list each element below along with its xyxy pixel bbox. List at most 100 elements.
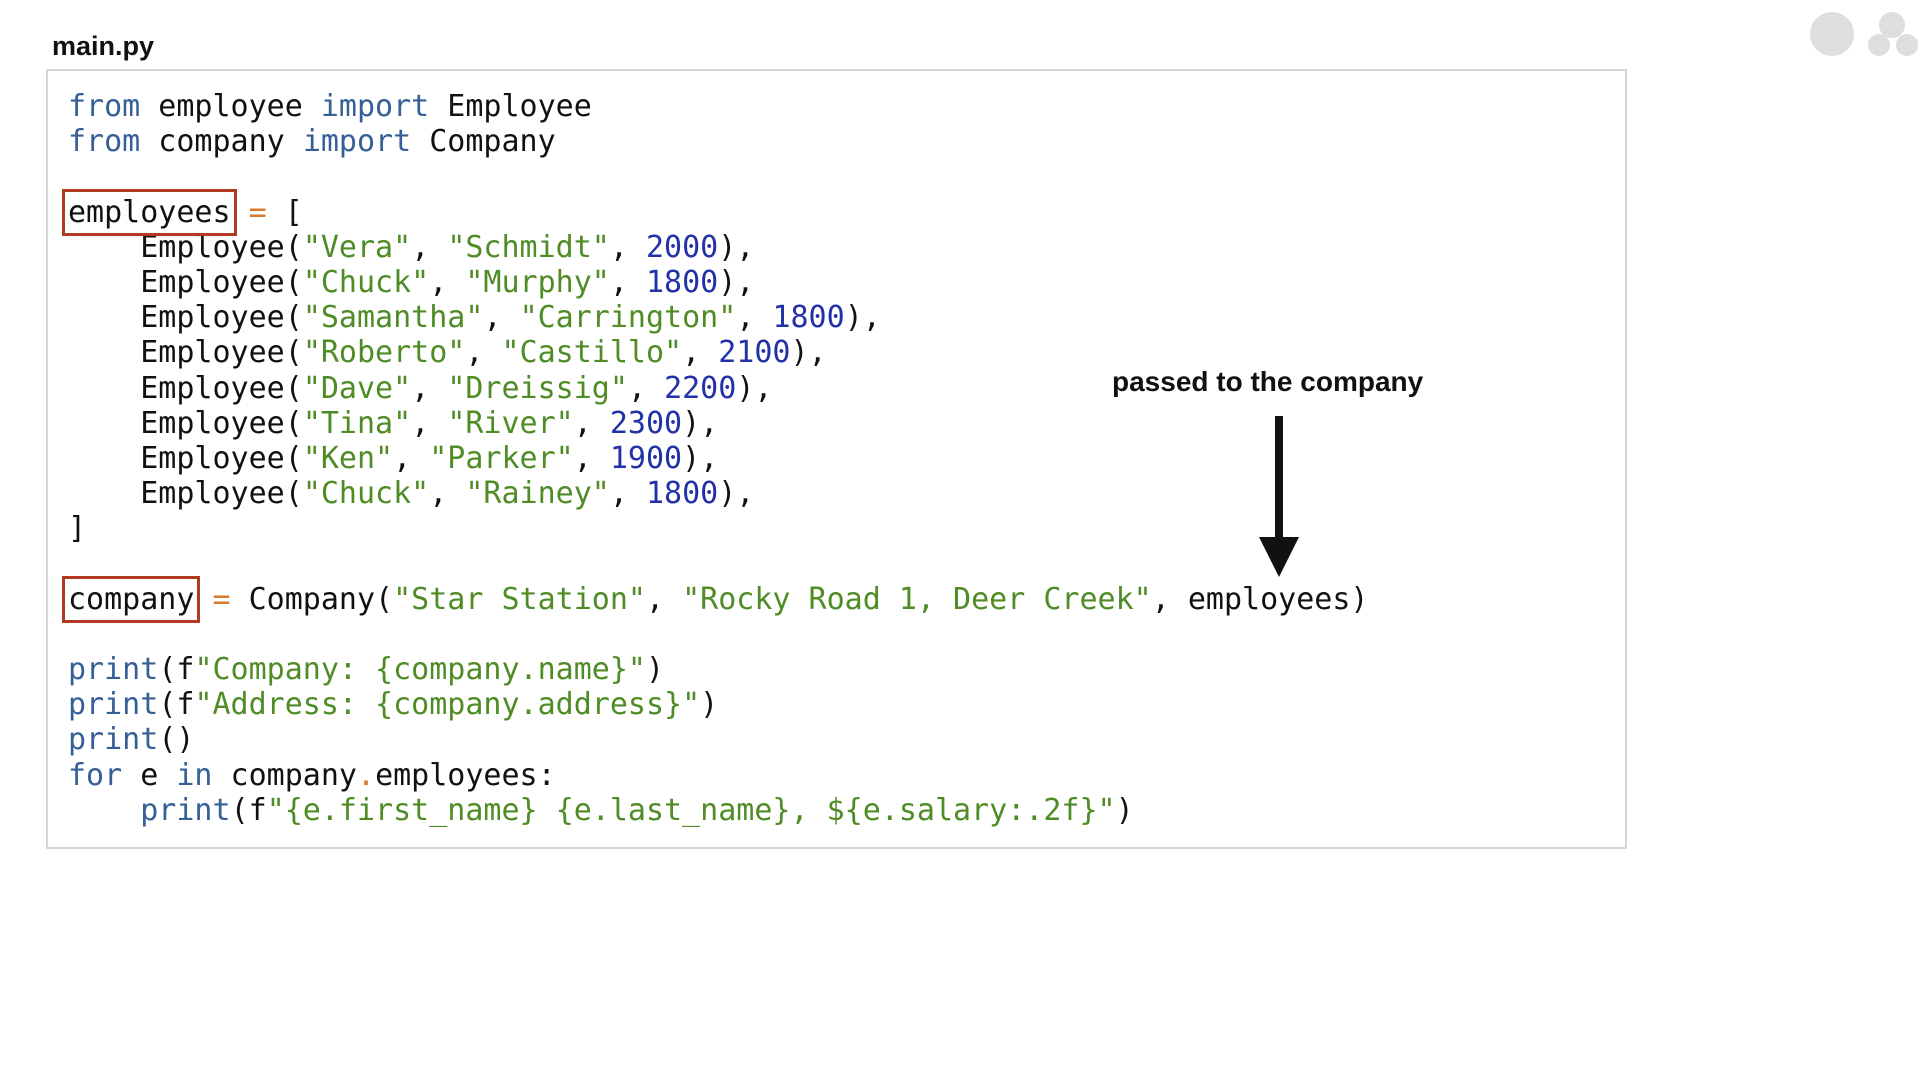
code-text: , [465,335,502,371]
code-text: ), [736,370,773,406]
code-text: Employee( [68,370,303,406]
code-text: (f [158,652,195,687]
code-line [68,159,1368,194]
code-text: , [411,405,448,441]
code-text: ), [718,229,755,265]
code-string: "Schmidt" [447,229,610,265]
code-text: employee [140,89,321,124]
code-line: print(f"{e.first_name} {e.last_name}, ${… [68,793,1368,828]
code-text [194,582,212,617]
code-keyword: import [302,124,412,160]
code-operator: . [357,757,376,793]
code-text: [ [266,194,303,230]
code-keyword: for [68,757,123,793]
code-string: "Samantha" [302,300,484,336]
code-text: ), [790,335,827,371]
code-number: 2000 [646,229,719,265]
code-text: , employees) [1151,581,1369,617]
code-text: ), [718,476,755,512]
code-keyword: import [320,89,430,124]
code-number: 1800 [646,476,719,512]
code-keyword: from [68,89,141,124]
code-string: "River" [447,405,574,441]
code-text: Employee( [68,440,303,476]
code-number: 2100 [718,335,791,371]
code-string: "Ken" [302,440,394,476]
code-text: company [140,124,303,160]
code-string: "{e.first_name} {e.last_name}, ${e.salar… [266,792,1116,828]
code-keyword: print [68,687,159,723]
code-string: "Star Station" [393,581,646,617]
code-string: "Rainey" [465,476,610,512]
code-keyword: print [68,652,159,687]
company-variable: company [61,575,201,623]
code-line: from company import Company [68,124,1368,159]
code-text: ) [1115,792,1134,828]
code-string: "Roberto" [302,335,466,371]
code-text: Company( [230,581,394,617]
code-text [231,195,249,230]
code-line: Employee("Ken", "Parker", 1900), [68,441,1368,476]
code-text: employees: [375,757,556,793]
code-string: "Company: {company.name}" [194,652,646,687]
code-text [68,793,140,828]
code-keyword: from [68,124,141,160]
code-text: ), [844,300,881,336]
code-keyword: in [176,757,213,793]
code-number: 1800 [646,264,719,300]
code-line: ] [68,511,1368,546]
code-text: , [483,300,520,336]
code-text: Employee( [68,335,303,371]
code-string: "Vera" [302,229,412,265]
code-text: , [393,440,430,476]
code-number: 2200 [664,370,737,406]
code-text: , [573,440,610,476]
code-string: "Dreissig" [447,370,628,406]
code-line: Employee("Roberto", "Castillo", 2100), [68,335,1368,370]
logo-dot-top [1879,12,1905,38]
code-line: print(f"Address: {company.address}") [68,687,1368,722]
code-text: , [609,476,646,512]
code-text: (f [158,687,195,723]
code-line: Employee("Tina", "River", 2300), [68,406,1368,441]
code-text: , [646,581,683,617]
code-string: "Rocky Road 1, Deer Creek" [682,581,1152,617]
code-string: "Parker" [429,440,574,476]
code-string: "Chuck" [302,264,430,300]
logo-dot-left [1868,34,1890,56]
code-text: Company [411,124,556,160]
annotation-label: passed to the company [1112,366,1424,397]
code-text: company [212,757,357,793]
code-text: Employee( [68,264,303,300]
code-string: "Tina" [302,405,412,441]
code-line: for e in company.employees: [68,758,1368,793]
code-line: Employee("Dave", "Dreissig", 2200), [68,371,1368,406]
code-text: , [736,300,773,336]
code-number: 1800 [772,300,845,336]
code-text: ) [645,652,665,687]
code-text: , [411,370,448,406]
code-text: e [122,757,177,793]
code-string: "Dave" [302,370,412,406]
code-string: "Chuck" [302,476,430,512]
code-keyword: print [68,722,159,758]
code-string: "Castillo" [501,335,683,371]
logo-dot-right [1896,34,1918,56]
code-number: 1900 [609,440,683,476]
code-text: Employee( [68,405,303,441]
code-text: , [573,405,610,441]
code-line: from employee import Employee [68,89,1368,124]
code-operator: = [248,194,267,230]
employees-variable: employees [62,188,237,236]
code-number: 2300 [609,405,683,441]
code-operator: = [212,581,231,617]
code-line: Employee("Chuck", "Murphy", 1800), [68,265,1368,300]
code-text: Employee( [68,229,303,265]
code-line: print() [68,722,1368,757]
code-text: , [411,229,448,265]
code-text: () [158,722,195,758]
code-keyword: print [140,792,231,828]
code-line: Employee("Chuck", "Rainey", 1800), [68,476,1368,511]
code-line [68,617,1368,652]
code-text: , [429,476,466,512]
